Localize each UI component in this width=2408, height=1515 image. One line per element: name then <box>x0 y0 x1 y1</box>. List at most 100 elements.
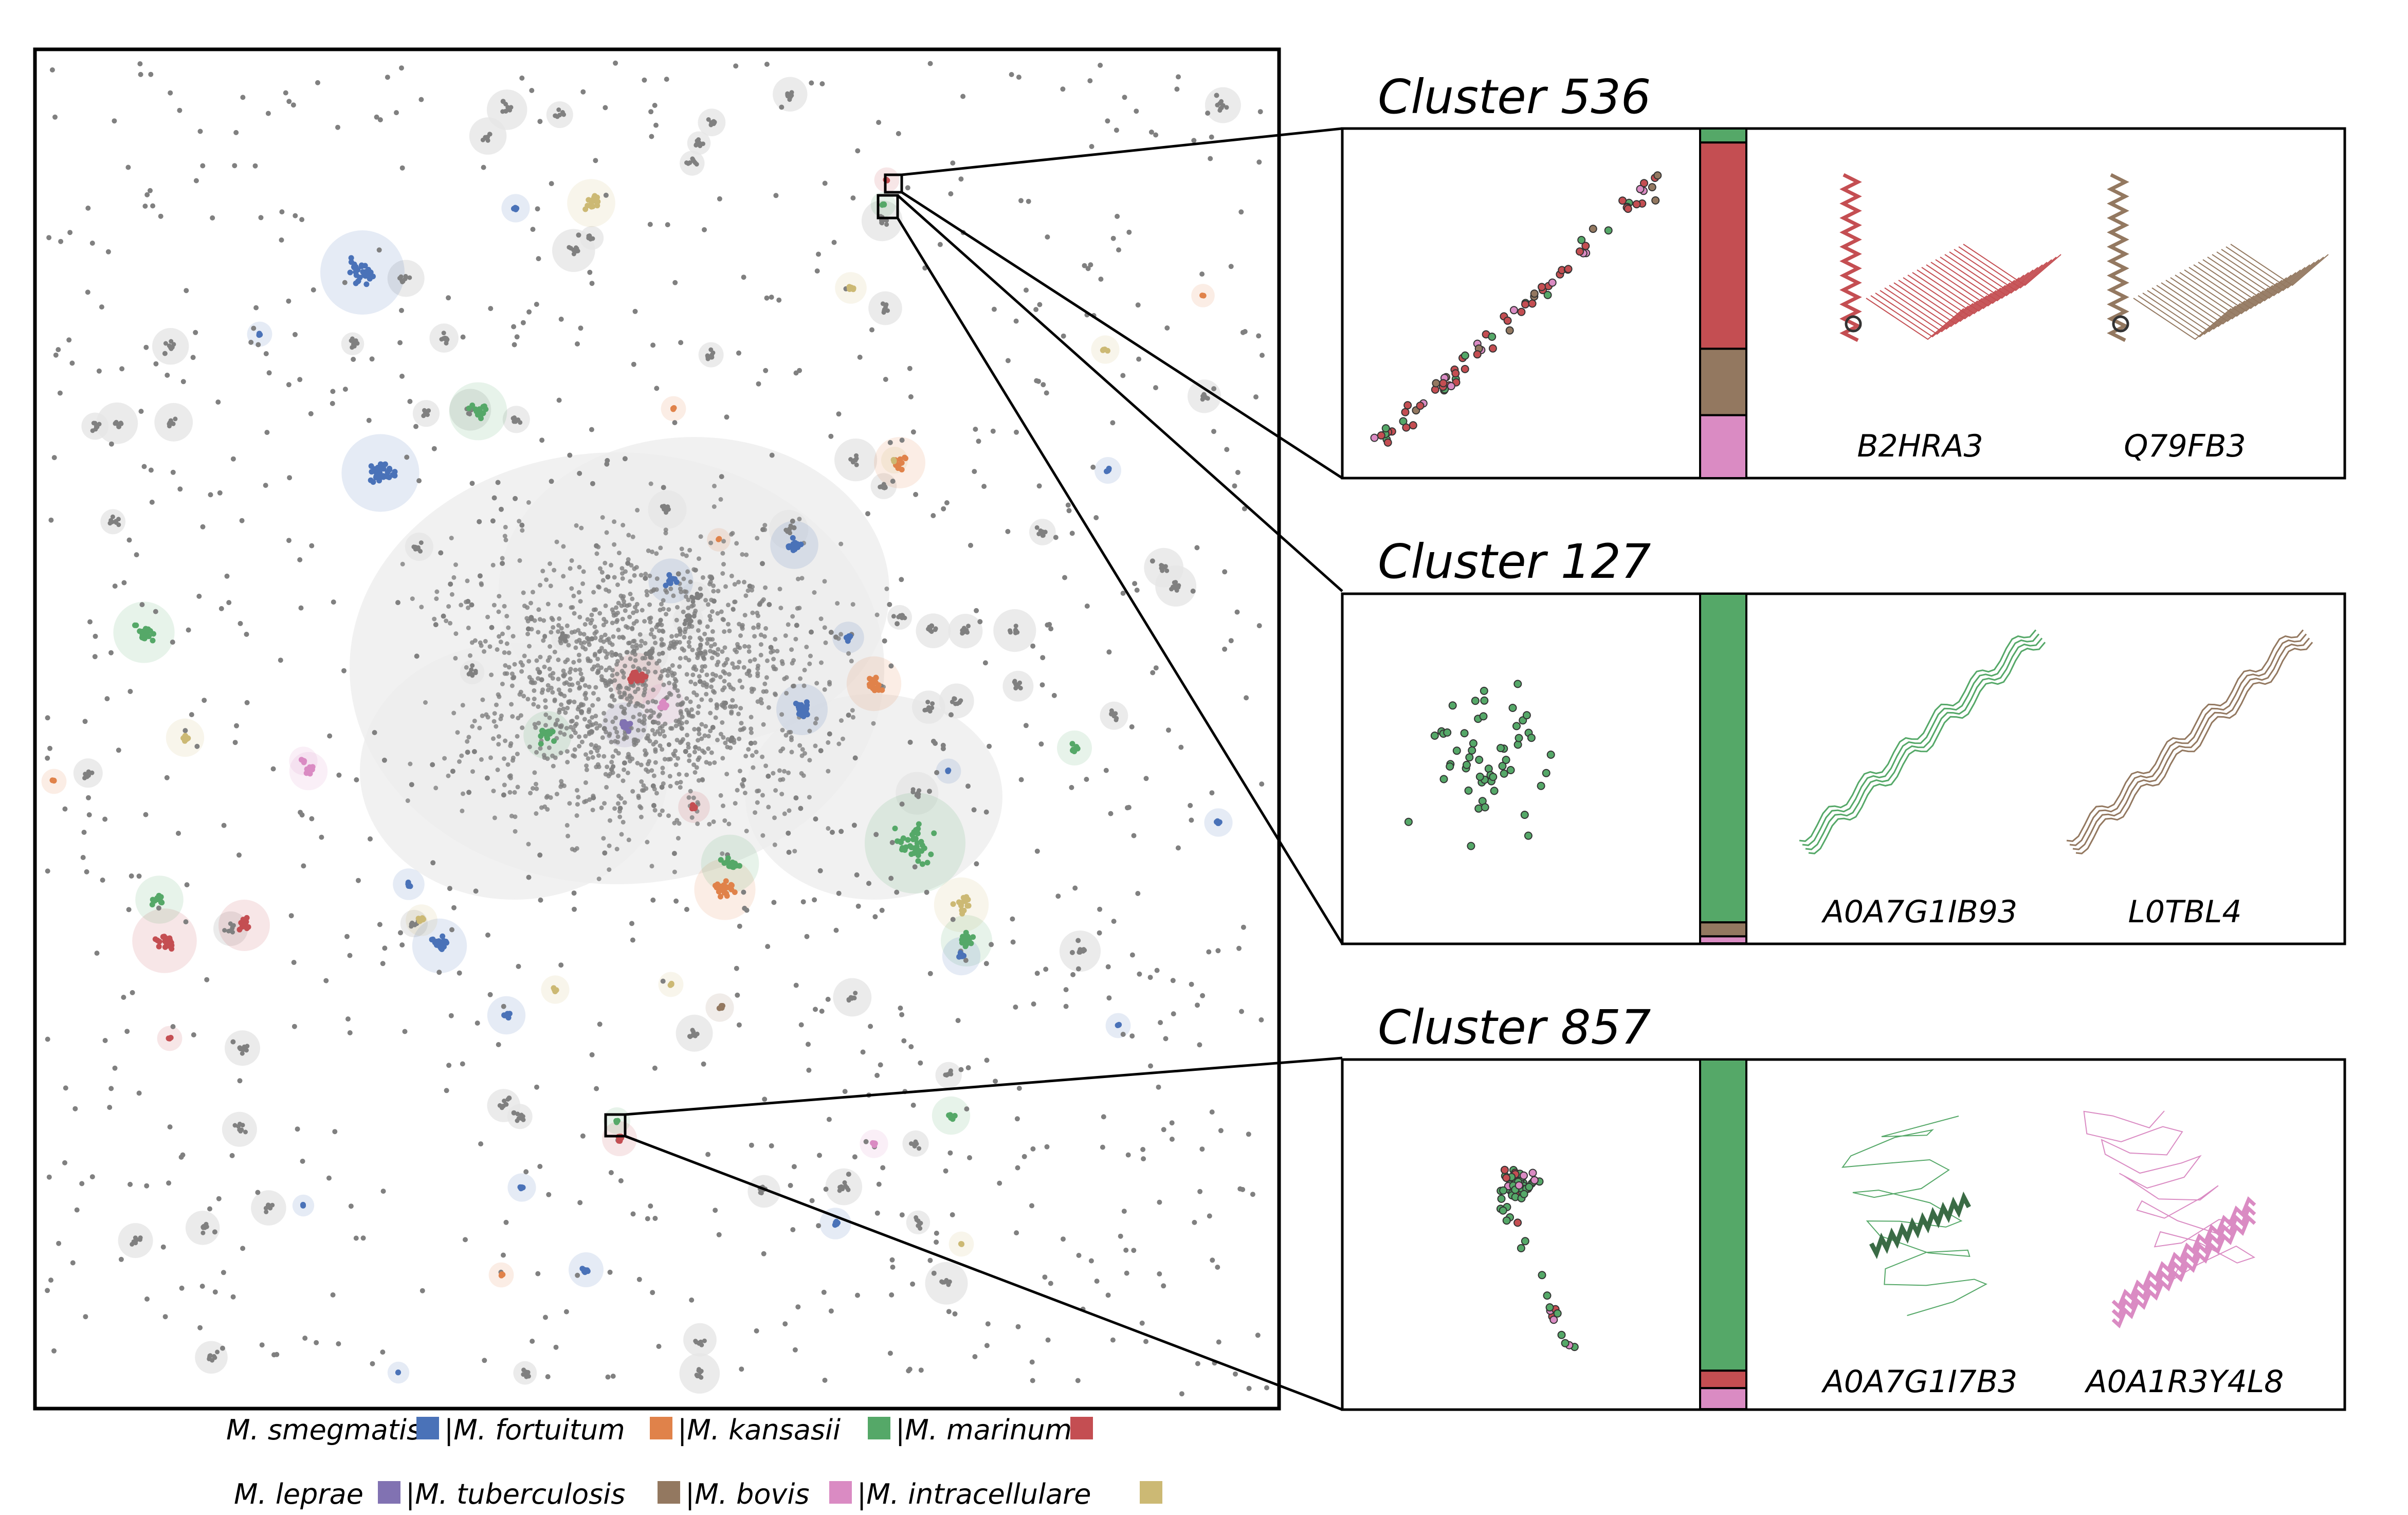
bg-point <box>1260 353 1265 358</box>
protein-structure <box>2066 629 2313 854</box>
bg-point <box>721 663 726 668</box>
bg-point <box>571 890 577 896</box>
bg-point <box>256 342 261 348</box>
bg-point <box>52 114 58 120</box>
bg-point <box>643 687 648 692</box>
bg-point <box>1043 966 1049 972</box>
bg-point <box>615 734 621 739</box>
bg-point <box>549 181 554 187</box>
bg-point <box>950 917 956 922</box>
bg-point <box>1039 682 1045 688</box>
bg-point <box>451 905 457 910</box>
composition-bar <box>1699 1058 1747 1410</box>
bg-point <box>534 781 538 787</box>
bg-point <box>144 1183 150 1189</box>
bg-point <box>542 664 547 669</box>
bg-point <box>687 547 692 553</box>
bg-point <box>615 582 620 587</box>
species-point <box>919 861 925 867</box>
bg-point <box>650 728 655 733</box>
bg-point <box>630 596 635 601</box>
bg-point <box>1228 264 1234 269</box>
bg-point <box>687 635 692 640</box>
bg-point <box>551 625 556 630</box>
legend-swatch <box>1070 1417 1093 1439</box>
bg-point <box>596 697 601 702</box>
bg-point <box>761 1251 767 1256</box>
bg-point <box>603 603 608 608</box>
bg-point <box>1114 127 1119 133</box>
bg-point <box>679 711 684 716</box>
bg-point <box>162 1314 168 1320</box>
bg-point <box>398 930 403 936</box>
bg-point <box>651 802 656 808</box>
bg-point <box>485 614 490 619</box>
bg-point <box>899 577 904 582</box>
bg-point <box>654 661 660 666</box>
bg-point <box>684 707 689 713</box>
bg-point <box>1105 1292 1111 1298</box>
bg-point <box>504 614 509 618</box>
bg-point <box>562 681 567 686</box>
bg-point <box>755 800 760 805</box>
bg-point <box>666 742 671 747</box>
bg-point <box>556 107 561 112</box>
bg-point <box>558 724 563 729</box>
bg-point <box>299 217 305 223</box>
legend-swatch <box>1140 1481 1162 1504</box>
species-point <box>789 543 795 549</box>
bg-point <box>491 495 497 501</box>
bg-point <box>828 630 834 635</box>
bg-point <box>983 809 989 815</box>
bg-point <box>56 347 61 353</box>
bg-point <box>755 666 760 671</box>
bg-point <box>450 769 455 774</box>
bg-point <box>57 390 63 396</box>
bg-point <box>611 634 616 639</box>
bg-point <box>792 1347 798 1353</box>
bg-point <box>696 726 701 732</box>
bg-point <box>830 830 835 835</box>
bg-point <box>766 705 771 710</box>
bg-point <box>711 589 716 594</box>
bg-point <box>580 702 586 707</box>
bg-point <box>865 511 870 517</box>
bg-point <box>168 90 173 96</box>
bg-point <box>74 1207 80 1213</box>
bg-point <box>453 631 459 636</box>
bg-point <box>705 637 710 642</box>
bg-point <box>686 658 691 663</box>
bg-point <box>676 693 681 699</box>
bg-point <box>197 1325 203 1330</box>
bg-point <box>502 1099 507 1103</box>
cluster-point <box>1481 803 1489 812</box>
bg-point <box>503 109 508 114</box>
bg-point <box>336 1341 341 1346</box>
strand <box>1949 251 2048 294</box>
bg-point <box>1013 686 1018 691</box>
bg-point <box>464 665 469 670</box>
bg-point <box>622 603 627 608</box>
bg-point <box>144 192 150 197</box>
bg-point <box>593 685 598 690</box>
bg-point <box>607 589 611 594</box>
bg-point <box>240 95 246 100</box>
bg-point <box>1222 569 1228 575</box>
bg-point <box>939 1279 944 1284</box>
bg-point <box>769 295 774 300</box>
bg-point <box>501 1003 506 1009</box>
bg-point <box>643 572 648 576</box>
bg-point <box>553 1344 559 1350</box>
bg-point <box>332 1129 338 1135</box>
bg-point <box>900 615 905 620</box>
bg-point <box>356 878 361 883</box>
bg-point <box>692 750 697 755</box>
strand <box>1903 277 2001 320</box>
bg-point <box>497 694 502 699</box>
bg-point <box>1135 302 1141 308</box>
bg-point <box>466 735 471 740</box>
bg-point <box>394 110 399 116</box>
bg-point <box>480 713 485 718</box>
species-point <box>355 279 361 284</box>
bg-point <box>240 1246 246 1251</box>
